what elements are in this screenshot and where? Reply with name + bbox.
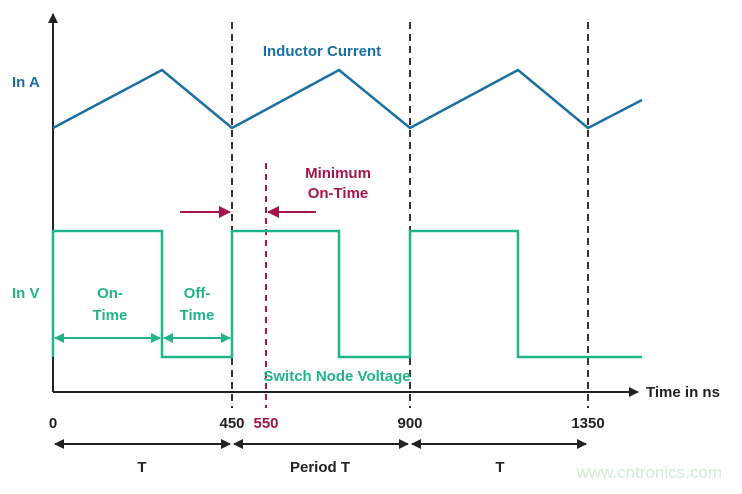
off-time-label-2: Time [180,307,215,324]
on-time-label-2: Time [93,307,128,324]
inductor-current-waveform [52,68,643,130]
time-axis-label: Time in ns [646,384,720,401]
watermark-text: www.cntronics.com [576,463,722,482]
on-time-label-1: On- [97,285,123,302]
minimum-on-time-label: On-Time [308,185,369,202]
tick-label-450: 450 [219,415,244,432]
inductor-current-label: Inductor Current [263,43,381,60]
tick-label-900: 900 [397,415,422,432]
period-label-t-right: T [495,459,504,476]
switch-node-voltage-waveform [51,229,642,359]
period-label-period-t: Period T [290,459,350,476]
switch-node-voltage-label: Switch Node Voltage [263,368,410,385]
y-label-amps: In A [12,74,40,91]
off-time-label-1: Off- [184,285,211,302]
tick-label-550: 550 [253,415,278,432]
tick-label-0: 0 [49,415,57,432]
y-label-volts: In V [12,285,40,302]
period-label-t-left: T [137,459,146,476]
minimum-label: Minimum [305,165,371,182]
tick-label-1350: 1350 [571,415,604,432]
